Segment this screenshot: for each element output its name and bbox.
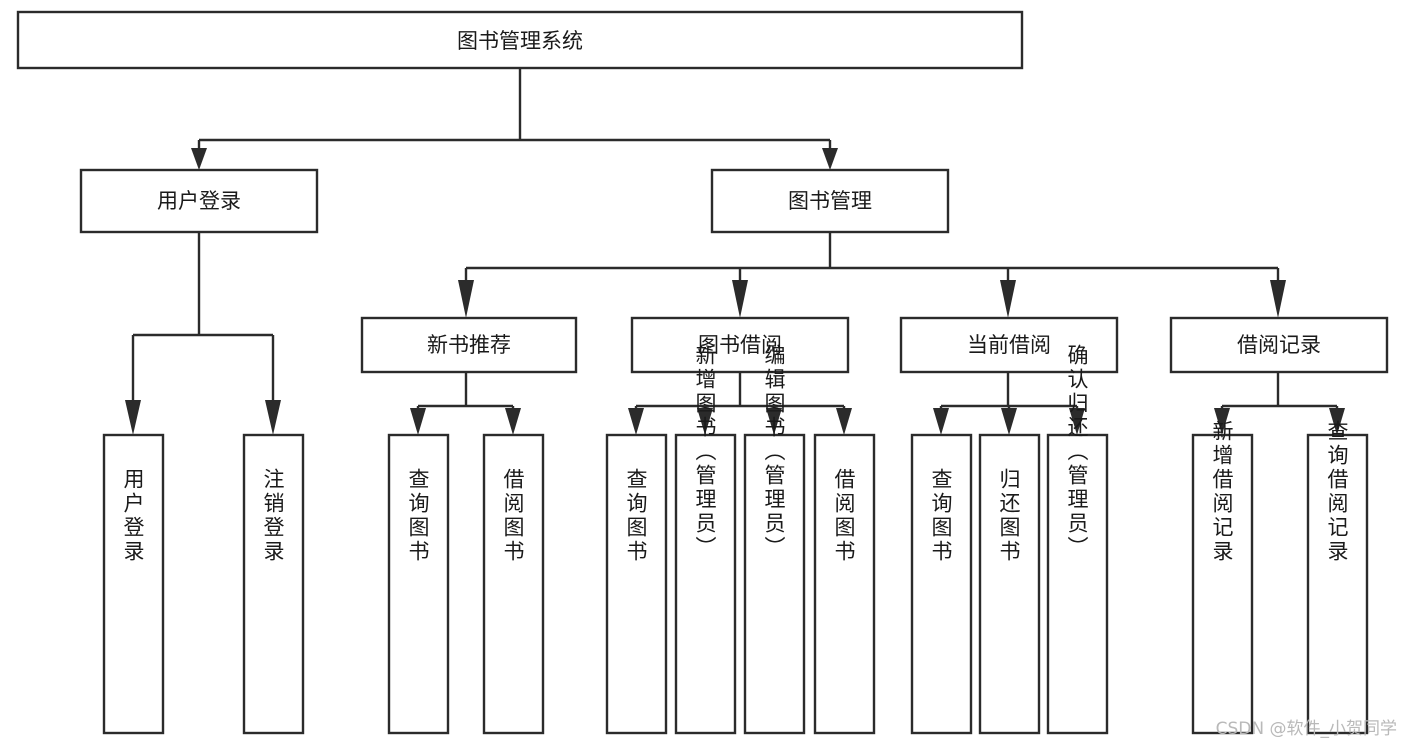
leaf-box[interactable] (1306, 433, 1369, 735)
node-root[interactable]: 图书管理系统 (16, 10, 1024, 70)
node-current-borrow-box[interactable] (899, 316, 1119, 374)
arrow-head-icon (836, 408, 852, 435)
leaf-node[interactable]: 新增图书（管理员） (674, 344, 737, 735)
leaf-node[interactable]: 借阅图书 (482, 433, 545, 735)
node-root-label: 图书管理系统 (457, 29, 583, 53)
csdn-watermark: CSDN @软件_小贺同学 (1215, 719, 1397, 739)
arrow-head-icon (822, 148, 838, 170)
leaf-node[interactable]: 用户登录 (102, 433, 165, 735)
leaf-box[interactable] (813, 433, 876, 735)
leaf-label: 归还图书 (997, 468, 1021, 564)
arrow-head-icon (125, 400, 141, 435)
leaf-box[interactable] (743, 433, 806, 735)
node-borrow-record-label: 借阅记录 (1237, 333, 1321, 357)
leaf-label: 用户登录 (121, 468, 145, 564)
arrow-head-icon (1069, 408, 1085, 435)
leaf-box[interactable] (674, 433, 737, 735)
node-user-login-box[interactable] (79, 168, 319, 234)
leaf-label: 借阅图书 (832, 468, 856, 564)
arrow-head-icon (933, 408, 949, 435)
node-book-management-box[interactable] (710, 168, 950, 234)
leaf-node[interactable]: 查询图书 (387, 433, 450, 735)
arrow-head-icon (766, 408, 782, 435)
leaf-node[interactable]: 查询图书 (910, 433, 973, 735)
arrow-head-icon (732, 280, 748, 318)
leaf-label: 编辑图书（管理员） (762, 344, 786, 560)
node-user-login[interactable]: 用户登录 (79, 168, 319, 234)
arrow-head-icon (410, 408, 426, 435)
leaf-node[interactable]: 确认归还（管理员） (1046, 344, 1109, 735)
leaf-box[interactable] (605, 433, 668, 735)
node-borrow-record[interactable]: 借阅记录 (1169, 316, 1389, 374)
node-book-management[interactable]: 图书管理 (710, 168, 950, 234)
node-book-borrow-box[interactable] (630, 316, 850, 374)
leaf-box[interactable] (242, 433, 305, 735)
node-borrow-record-box[interactable] (1169, 316, 1389, 374)
arrow-head-icon (628, 408, 644, 435)
node-new-book-recommend-box[interactable] (360, 316, 578, 374)
leaf-box[interactable] (482, 433, 545, 735)
arrow-head-icon (505, 408, 521, 435)
leaf-label: 确认归还（管理员） (1065, 344, 1089, 560)
arrow-head-icon (1001, 408, 1017, 435)
node-book-borrow-label: 图书借阅 (698, 333, 782, 357)
node-book-management-label: 图书管理 (788, 189, 872, 213)
arrow-head-icon (265, 400, 281, 435)
connector-layer (125, 68, 1345, 435)
node-user-login-label: 用户登录 (157, 189, 241, 213)
leaf-node[interactable]: 借阅图书 (813, 433, 876, 735)
leaf-label: 查询图书 (624, 468, 648, 564)
leaf-label: 注销登录 (261, 468, 285, 564)
node-new-book-recommend-label: 新书推荐 (427, 333, 511, 357)
arrow-head-icon (191, 148, 207, 170)
leaf-box[interactable] (910, 433, 973, 735)
arrow-head-icon (458, 280, 474, 318)
leaf-box[interactable] (1191, 433, 1254, 735)
leaf-box[interactable] (387, 433, 450, 735)
node-root-box[interactable] (16, 10, 1024, 70)
leaf-label: 借阅图书 (501, 468, 525, 564)
arrow-head-icon (1270, 280, 1286, 318)
leaf-node[interactable]: 新增借阅记录 (1191, 420, 1254, 735)
leaf-label: 查询图书 (406, 468, 430, 564)
leaf-node[interactable]: 查询借阅记录 (1306, 420, 1369, 735)
leaf-box[interactable] (1046, 433, 1109, 735)
arrow-head-icon (1000, 280, 1016, 318)
leaf-node[interactable]: 编辑图书（管理员） (743, 344, 806, 735)
node-current-borrow-label: 当前借阅 (967, 333, 1051, 357)
leaf-label: 新增图书（管理员） (693, 344, 717, 560)
leaf-node[interactable]: 归还图书 (978, 433, 1041, 735)
leaf-label: 查询图书 (929, 468, 953, 564)
leaf-box[interactable] (102, 433, 165, 735)
node-new-book-recommend[interactable]: 新书推荐 (360, 316, 578, 374)
leaf-node[interactable]: 注销登录 (242, 433, 305, 735)
arrow-head-icon (1214, 408, 1230, 435)
node-current-borrow[interactable]: 当前借阅 (899, 316, 1119, 374)
leaf-box[interactable] (978, 433, 1041, 735)
node-book-borrow[interactable]: 图书借阅 (630, 316, 850, 374)
arrow-head-icon (1329, 408, 1345, 435)
arrow-head-icon (697, 408, 713, 435)
leaf-label: 查询借阅记录 (1325, 420, 1349, 564)
leaf-node[interactable]: 查询图书 (605, 433, 668, 735)
leaf-label: 新增借阅记录 (1210, 420, 1234, 564)
